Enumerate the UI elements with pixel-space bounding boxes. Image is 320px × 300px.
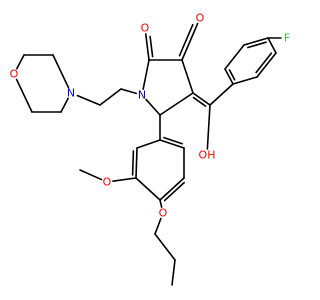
- atom-f: F: [284, 32, 290, 45]
- atom-o-morpholine: O: [10, 68, 19, 81]
- bond-tA_C2Ol-tB_C2Ol-double: [149, 35, 154, 58]
- bond-f2-f3-double: [255, 52, 273, 74]
- bond-tA_Omm1-tB_Omm1: [15, 54, 25, 70]
- bond-C4-C5: [159, 92, 194, 116]
- bond-p1-p2: [154, 233, 176, 261]
- bond-f3-f4: [267, 37, 277, 54]
- bond-f6-f1-double: [228, 69, 236, 81]
- bond-C4-Ce-double: [192, 96, 207, 107]
- bond-a6-a1: [159, 139, 185, 149]
- atom-n-ring: N: [138, 89, 146, 102]
- bond-tA_C5Nr-tB_C5Nr: [145, 98, 161, 116]
- bond-C4-Ce: [192, 92, 211, 106]
- bond-tA_C3Ok-tB_C3Ok-double: [178, 23, 194, 57]
- bond-a2-a3-double: [131, 150, 135, 176]
- atom-o-ketone: O: [196, 12, 205, 25]
- bond-a1-a2: [136, 139, 161, 149]
- bond-f4-f5: [243, 37, 269, 46]
- bond-f4-f5-double: [247, 41, 267, 49]
- bond-a4-a5: [159, 177, 185, 201]
- bond-skeleton: [15, 22, 282, 286]
- bond-Ce-f1: [209, 83, 234, 106]
- bond-p2-p3: [171, 259, 176, 286]
- bond-tA_Nme1-tB_Nme1: [76, 94, 101, 106]
- atom-o-methoxy: O: [103, 176, 112, 189]
- bond-tA_e2Nr-tB_e2Nr: [120, 88, 138, 95]
- bond-a2-a3: [135, 147, 138, 179]
- bond-tA_m2Nm-tB_m2Nm: [52, 54, 70, 89]
- bond-tA_C3Ok-tB_C3Ok: [181, 22, 199, 61]
- bond-tA_a4Opr-tB_a4Opr: [159, 199, 163, 208]
- atom-o-lactam: O: [141, 22, 150, 35]
- bond-C3-C4: [181, 59, 194, 94]
- bond-tA_NrC2-tB_NrC2: [142, 59, 150, 90]
- bond-tA_m4Om-tB_m4Om: [15, 78, 33, 113]
- bond-tA_a3Ome-tB_a3Ome: [112, 177, 137, 182]
- bond-tA_Oprp1-tB_Oprp1: [154, 217, 162, 235]
- molecule-diagram: O N N O O F OH O O: [0, 0, 300, 300]
- atom-o-propoxy: O: [159, 207, 168, 220]
- bond-tA_CeOH-tB_CeOH: [206, 104, 211, 150]
- bond-tA_C2Ol-tB_C2Ol: [144, 33, 150, 61]
- atom-n-morpholine: N: [67, 87, 75, 100]
- bond-a6-a1-double: [163, 136, 184, 145]
- bond-f6-f1: [224, 68, 234, 85]
- bond-tA_Nmm3-tB_Nmm3: [60, 97, 70, 113]
- bond-a4-a5-double: [163, 181, 185, 202]
- bond-f5-f6: [224, 44, 245, 70]
- bond-f2-f3: [256, 52, 277, 78]
- bond-tA_OmeMe-tB_OmeMe: [79, 169, 103, 181]
- background: [0, 0, 300, 300]
- bond-e1-e2: [99, 88, 122, 106]
- atom-oh: OH: [199, 149, 216, 162]
- bond-f1-f2: [232, 76, 258, 85]
- bond-a3-a4: [135, 177, 161, 201]
